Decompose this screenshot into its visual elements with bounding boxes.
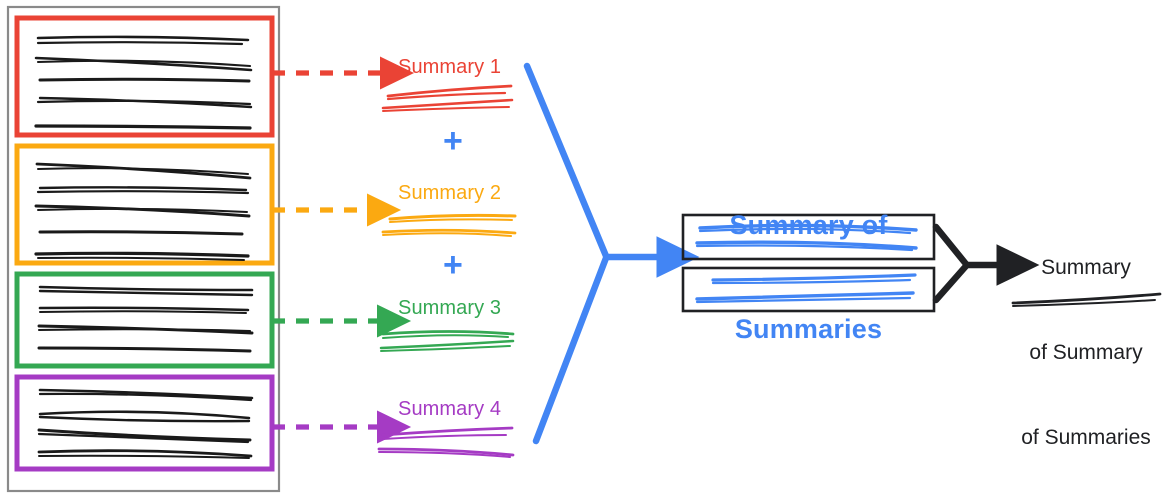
source-group-text-4	[37, 388, 254, 459]
source-group-box-1[interactable]	[14, 15, 275, 138]
final-squiggle	[1011, 292, 1162, 307]
source-group-box-4[interactable]	[14, 374, 275, 472]
final-title-line-3: of Summaries	[1021, 425, 1151, 449]
source-group-text-1	[34, 35, 253, 130]
final-title-line-1: Summary	[1041, 255, 1131, 279]
source-group-box-2[interactable]	[14, 143, 275, 266]
summary-squiggle-3	[379, 330, 515, 352]
summary-squiggle-4	[377, 426, 515, 458]
source-group-text-2	[34, 162, 252, 261]
final-title-line-2: of Summary	[1029, 340, 1143, 364]
sos-title-line-1: Summary of	[729, 210, 888, 241]
source-group-text-3	[37, 285, 254, 353]
document-collection-container	[6, 5, 281, 493]
plus-sign-2: +	[443, 246, 463, 284]
sos-squiggle-2	[695, 273, 917, 304]
plus-sign-1: +	[443, 122, 463, 160]
summary-label-4[interactable]: Summary 4	[398, 398, 502, 420]
summary-label-1[interactable]: Summary 1	[398, 56, 502, 78]
merge-arrow-blue	[523, 62, 610, 445]
summary-label-3[interactable]: Summary 3	[398, 297, 502, 319]
summary-label-2[interactable]: Summary 2	[398, 182, 502, 204]
final-output-title: Summary of Summary of Summaries	[1006, 197, 1166, 495]
summary-of-summaries-title: Summary of Summaries	[683, 139, 934, 415]
summary-squiggle-2	[381, 213, 517, 237]
sos-squiggle-1	[695, 223, 918, 252]
sos-title-line-2: Summaries	[734, 313, 883, 344]
summary-squiggle-1	[381, 84, 514, 112]
merge-arrow-black	[932, 223, 970, 304]
sos-box-1[interactable]	[681, 213, 936, 261]
sos-box-2[interactable]	[681, 266, 936, 313]
